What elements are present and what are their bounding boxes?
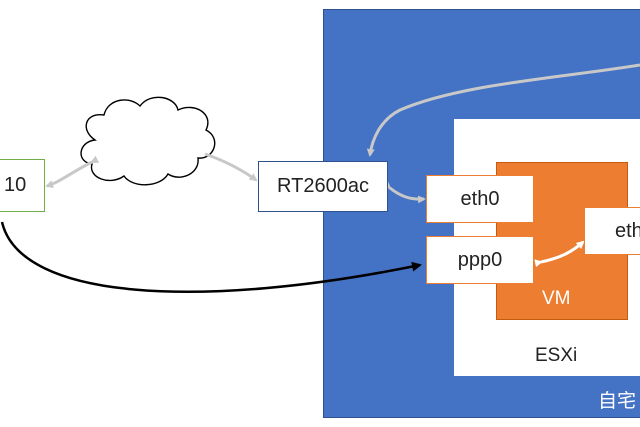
arrow-left-to-ppp0 <box>0 221 422 294</box>
ppp0-label: ppp0 <box>457 248 503 271</box>
left-node-label: 10 <box>4 174 27 196</box>
cloud-icon <box>80 96 216 186</box>
router-label: RT2600ac <box>277 175 369 197</box>
arrow-left-to-cloud <box>45 155 100 189</box>
router-node: RT2600ac <box>258 161 388 212</box>
vm-eth-label: eth <box>615 219 640 242</box>
ppp0-node: ppp0 <box>426 236 534 284</box>
esxi-zone-label: ESXi <box>535 345 578 366</box>
arrow-cloud-to-router <box>204 152 258 182</box>
vm-eth-node: eth <box>584 207 640 255</box>
vm-zone-label: VM <box>542 288 571 309</box>
arrow-loop-to-router <box>366 63 640 157</box>
eth0-label: eth0 <box>460 187 500 210</box>
eth0-node: eth0 <box>426 175 534 223</box>
arrow-ppp0-vm-eth <box>534 240 585 268</box>
home-zone-label: 自宅 <box>598 391 637 412</box>
arrow-router-eth0 <box>382 181 426 204</box>
left-node: 10 <box>0 159 45 212</box>
